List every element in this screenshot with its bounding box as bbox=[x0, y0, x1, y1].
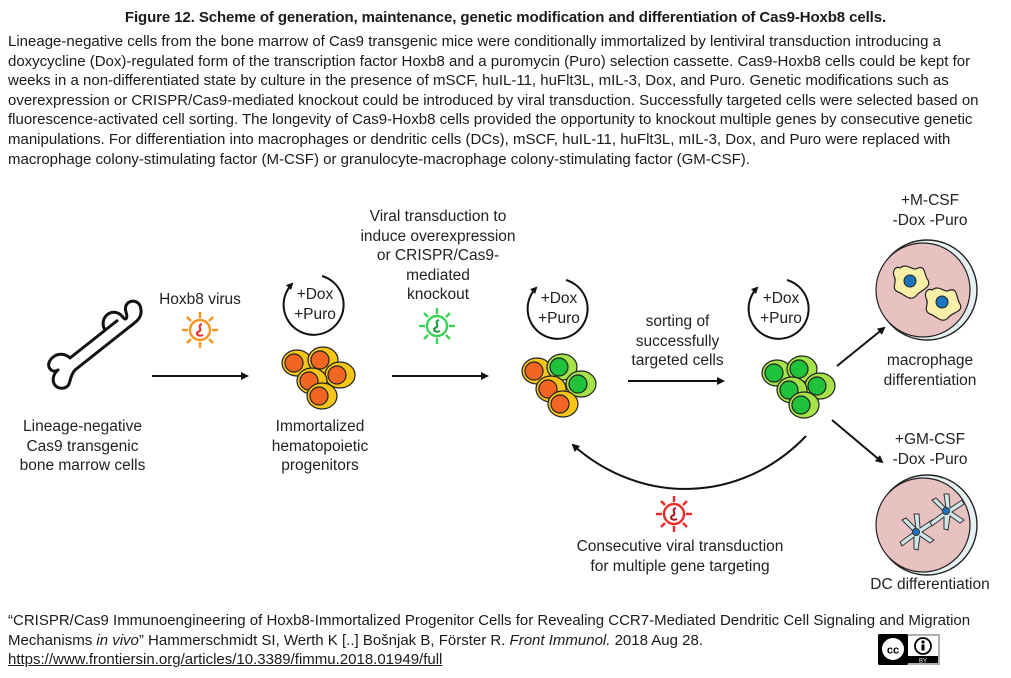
label-line: Lineage-negative bbox=[23, 418, 142, 435]
label-line: sorting of bbox=[645, 313, 710, 330]
cc-by-icon: cc BY bbox=[878, 634, 940, 665]
arrow-consecutive-loop bbox=[571, 435, 807, 490]
culture-loop-icon bbox=[747, 279, 810, 340]
label-line: differentiation bbox=[883, 371, 977, 389]
label-line: +Puro bbox=[294, 305, 336, 323]
citation-url-link[interactable]: https://www.frontiersin.org/articles/10.… bbox=[8, 651, 443, 668]
svg-text:cc: cc bbox=[887, 645, 899, 657]
hoxb8-virus-icon bbox=[182, 312, 218, 348]
sorted-cell bbox=[786, 355, 818, 383]
label-line: -Dox -Puro bbox=[892, 450, 968, 468]
cc-by-license-badge[interactable]: cc BY bbox=[878, 634, 940, 665]
macrophage-cell bbox=[924, 287, 962, 321]
culture-conditions-label: +Dox +Puro bbox=[746, 289, 816, 328]
culture-conditions-label: +Dox +Puro bbox=[280, 285, 350, 324]
label-line: Cas9 transgenic bbox=[26, 437, 139, 455]
label-line: +GM-CSF bbox=[894, 431, 966, 448]
label-line: induce overexpression bbox=[360, 227, 516, 245]
bone-icon bbox=[47, 299, 143, 390]
citation-date: 2018 Aug 28. bbox=[610, 631, 704, 649]
transduced-cell bbox=[565, 370, 597, 398]
dendritic-cell bbox=[929, 493, 965, 531]
label-line: -Dox -Puro bbox=[892, 211, 968, 229]
label-line: bone marrow cells bbox=[19, 457, 146, 474]
sorted-cell bbox=[788, 391, 820, 419]
sorting-label: sorting of successfully targeted cells bbox=[610, 312, 745, 371]
consecutive-transduction-label: Consecutive viral transduction for multi… bbox=[555, 537, 805, 576]
label-line: or CRISPR/Cas9- bbox=[376, 247, 500, 264]
transduced-cell-cluster bbox=[521, 353, 597, 418]
label-line: +Dox bbox=[296, 286, 334, 303]
macrophage-differentiation-label: macrophage differentiation bbox=[865, 351, 995, 390]
macrophage-dish bbox=[875, 239, 978, 341]
label-line: successfully bbox=[635, 332, 720, 350]
label-line: mediated bbox=[406, 266, 470, 284]
figure-caption: Lineage-negative cells from the bone mar… bbox=[8, 33, 979, 168]
crispr-virus-icon bbox=[419, 308, 455, 344]
citation-journal: Front Immunol. bbox=[509, 631, 611, 649]
label-line: progenitors bbox=[281, 457, 359, 474]
citation: “CRISPR/Cas9 Immunoengineering of Hoxb8-… bbox=[8, 611, 998, 670]
dc-dish bbox=[875, 474, 978, 576]
dc-conditions-label: +GM-CSF -Dox -Puro bbox=[870, 430, 990, 469]
dendritic-cell bbox=[899, 513, 935, 551]
sorted-cell-cluster bbox=[761, 355, 836, 419]
immortalized-cell-cluster bbox=[281, 346, 356, 410]
arrow-to-macrophage bbox=[836, 326, 886, 367]
label-line: +Puro bbox=[538, 309, 580, 327]
culture-loop-icon bbox=[282, 275, 345, 336]
culture-conditions-label: +Dox +Puro bbox=[524, 289, 594, 328]
progenitor-cell bbox=[306, 382, 338, 410]
label-line: for multiple gene targeting bbox=[590, 557, 770, 575]
label-line: +Dox bbox=[540, 290, 578, 307]
culture-loop-icon bbox=[526, 279, 589, 340]
label-line: Immortalized bbox=[275, 418, 365, 435]
sorted-cell bbox=[776, 376, 808, 404]
viral-transduction-label: Viral transduction to induce overexpress… bbox=[348, 207, 528, 305]
arrow-to-dc bbox=[831, 419, 884, 464]
svg-text:BY: BY bbox=[919, 659, 927, 665]
label-line: +M-CSF bbox=[900, 192, 960, 209]
label-line: Consecutive viral transduction bbox=[576, 538, 784, 555]
label-line: macrophage bbox=[886, 352, 974, 369]
progenitor-cell bbox=[324, 361, 356, 389]
citation-title-italic: in vivo bbox=[96, 631, 139, 649]
citation-title: “CRISPR/Cas9 Immunoengineering of Hoxb8-… bbox=[8, 612, 971, 649]
immortalized-progenitors-label: Immortalized hematopoietic progenitors bbox=[245, 417, 395, 476]
macrophage-conditions-label: +M-CSF -Dox -Puro bbox=[870, 191, 990, 230]
label-line: hematopoietic bbox=[271, 437, 369, 455]
label-line: +Puro bbox=[760, 309, 802, 327]
label-line: +Dox bbox=[762, 290, 800, 307]
consecutive-virus-icon bbox=[656, 496, 692, 532]
macrophage-cell bbox=[892, 265, 930, 299]
label-line: Viral transduction to bbox=[369, 208, 507, 225]
untransduced-cell bbox=[547, 390, 579, 418]
label-line: knockout bbox=[406, 286, 470, 303]
citation-authors: ” Hammerschmidt SI, Werth K [..] Bošnjak… bbox=[138, 631, 510, 649]
hoxb8-virus-label: Hoxb8 virus bbox=[159, 291, 241, 308]
label-line: targeted cells bbox=[631, 352, 724, 369]
dc-differentiation-label: DC differentiation bbox=[870, 576, 990, 593]
figure-title: Figure 12. Scheme of generation, mainten… bbox=[124, 9, 887, 26]
bone-marrow-label: Lineage-negative Cas9 transgenic bone ma… bbox=[0, 417, 165, 476]
